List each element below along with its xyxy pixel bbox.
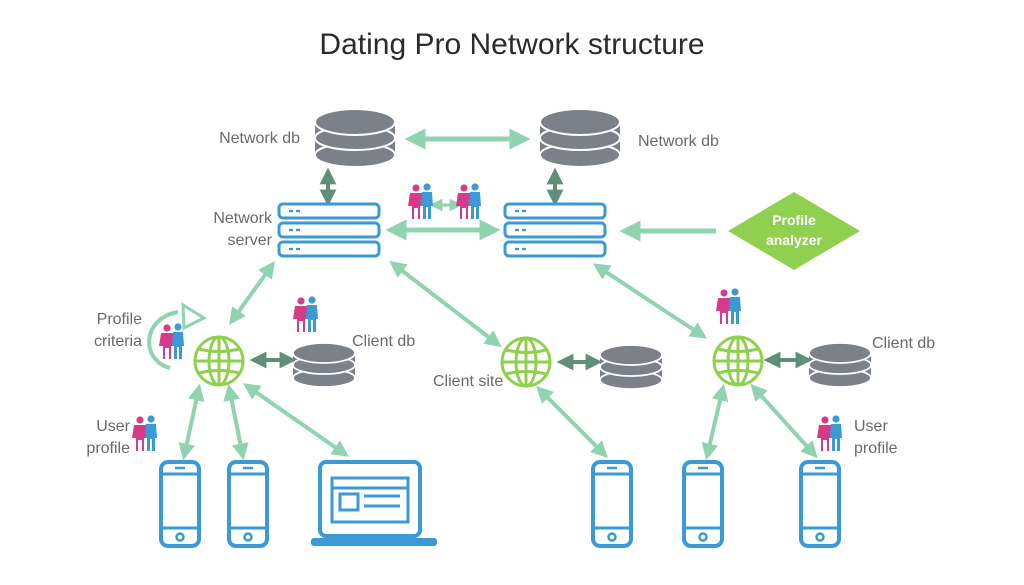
globe-icon-left — [193, 335, 245, 387]
network-server-right-icon — [503, 202, 607, 258]
arrow-globe-phone-4 — [701, 383, 729, 461]
label-profile-criteria-line2: criteria — [93, 333, 142, 350]
label-network-db-left: Network db — [219, 130, 300, 147]
network-db-left-icon — [314, 108, 396, 168]
arrow-globe-phone-2 — [223, 383, 249, 461]
arrow-globe-phone-1 — [178, 383, 205, 461]
arrow-server-globe-left — [229, 261, 275, 325]
arrow-globe-phone-5 — [750, 383, 818, 459]
network-server-left-icon — [277, 202, 381, 258]
arrow-globe-laptop — [243, 383, 349, 457]
client-db-center-icon — [599, 344, 663, 390]
phone-icon-5 — [799, 460, 841, 548]
label-profile-analyzer-line1: Profile — [772, 212, 816, 228]
label-profile-analyzer-line2: analyzer — [765, 232, 823, 248]
label-network-server-line1: Network — [213, 210, 272, 227]
label-client-site: Client site — [433, 373, 504, 390]
label-client-db-left: Client db — [352, 333, 416, 350]
phone-icon-3 — [591, 460, 633, 548]
label-user-profile-right-line1: User — [854, 418, 888, 435]
couple-icon-right-globe — [716, 288, 741, 324]
client-db-right-icon — [808, 342, 872, 388]
label-profile-analyzer: Profile analyzer — [748, 210, 840, 250]
client-db-left-icon — [292, 342, 356, 388]
couple-icon-exchange-right — [456, 183, 481, 219]
label-client-db-right: Client db — [872, 335, 936, 352]
arrow-globe-phone-3 — [536, 386, 608, 458]
profile-analyzer-diamond — [728, 192, 860, 270]
label-user-profile-left: User profile — [60, 416, 130, 460]
phone-icon-2 — [227, 460, 269, 548]
couple-icon-user-profile-left — [132, 415, 157, 451]
arrow-server-globe-right — [592, 263, 708, 339]
network-db-right-icon — [539, 108, 621, 168]
laptop-icon — [311, 460, 437, 546]
label-user-profile-left-line2: profile — [86, 440, 130, 457]
label-user-profile-left-line1: User — [96, 418, 130, 435]
label-network-db-right: Network db — [638, 133, 719, 150]
label-profile-criteria-line1: Profile — [96, 311, 142, 328]
phone-icon-4 — [682, 460, 724, 548]
label-user-profile-right: User profile — [854, 416, 934, 460]
couple-icon-exchange-left — [408, 183, 433, 219]
page-title: Dating Pro Network structure — [319, 28, 705, 61]
couple-icon-criteria — [159, 323, 184, 359]
rotate-arrow-icon — [147, 302, 208, 370]
label-user-profile-right-line2: profile — [854, 440, 898, 457]
globe-icon-right — [712, 335, 764, 387]
label-profile-criteria: Profile criteria — [70, 309, 142, 353]
label-network-server-line2: server — [227, 232, 272, 249]
phone-icon-1 — [159, 460, 201, 548]
label-network-server: Network server — [190, 208, 272, 252]
couple-icon-user-profile-right — [817, 415, 842, 451]
arrow-server-globe-center — [389, 260, 502, 348]
couple-icon-clientdb — [293, 296, 318, 332]
connection-arrows — [178, 128, 818, 461]
